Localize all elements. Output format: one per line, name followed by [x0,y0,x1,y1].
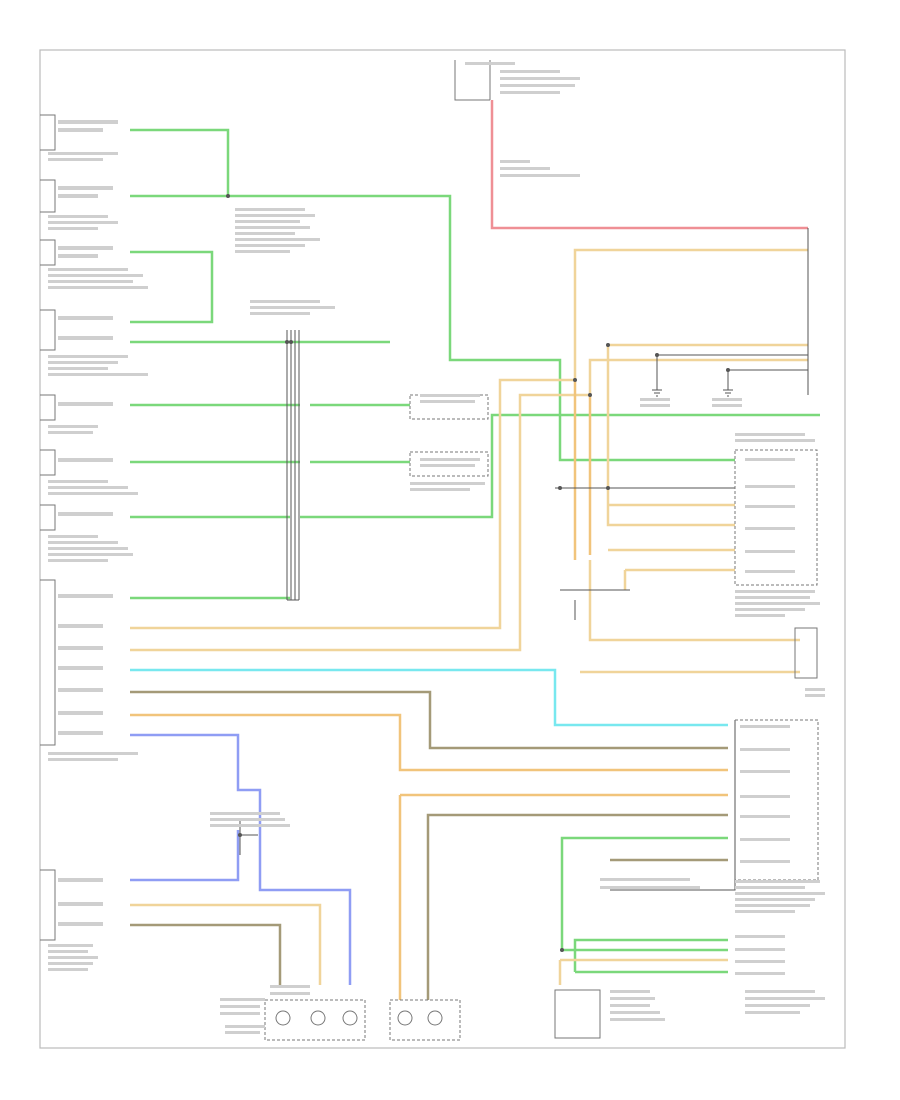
wire-green-15 [573,938,728,972]
black-wire-layer [239,228,809,891]
wire-green-10 [300,413,820,519]
wire-brown-2 [426,813,728,1000]
wire-brown-3 [130,923,282,985]
wire-brown-1 [130,690,728,750]
wire-tan-15 [558,958,728,985]
component-boxes [40,60,819,1041]
illegible-labels [48,62,825,1034]
wire-tan-9 [623,568,735,590]
ground-symbols [652,389,733,397]
wire-layer [130,100,820,1000]
wire-tan-10 [588,560,800,642]
wire-tan-6 [606,345,735,527]
wire-blue-2 [130,830,240,882]
diagram-frame [39,49,846,1049]
splice-points [226,194,730,952]
sensor-symbols [275,1010,443,1026]
wire-tan-14 [130,903,322,985]
wire-green-3 [130,250,214,324]
wire-tan-12 [130,713,728,772]
wire-green-2 [130,194,735,462]
wire-red-power [490,100,808,230]
wire-green-12 [560,836,728,950]
wire-green-1 [130,128,230,196]
wire-tan-2 [130,358,808,652]
wire-tan-1 [130,248,808,630]
wire-cyan-1 [130,668,728,727]
wire-blue-1 [130,733,352,985]
wire-tan-13 [398,793,728,1000]
